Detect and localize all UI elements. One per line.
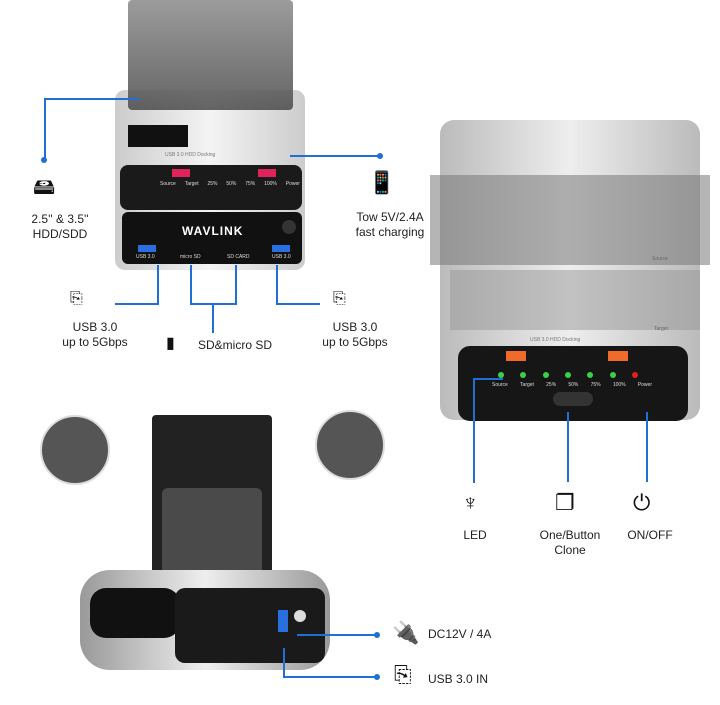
brand-logo: WAVLINK	[182, 224, 244, 238]
port-label: micro SD	[180, 254, 201, 260]
led-label: 25%	[207, 181, 218, 187]
led-label: 50%	[226, 181, 237, 187]
clone-label: One/Button	[539, 528, 601, 542]
hdd-label-2: HDD/SDD	[32, 227, 88, 241]
usb-right-label-2: up to 5Gbps	[322, 335, 388, 349]
led-label: 25%	[546, 382, 557, 388]
led-label: Source	[492, 382, 508, 388]
led-label: 100%	[264, 181, 277, 187]
dc-label: DC12V / 4A	[428, 627, 492, 641]
charging-label-2: fast charging	[355, 225, 425, 239]
port-label: SD CARD	[227, 254, 250, 260]
dock-front-view: Source Target 25% 50% 75% 100% Power USB 3.0 H…	[110, 0, 310, 270]
documents-icon: ❐	[555, 490, 575, 515]
power-button[interactable]	[282, 220, 296, 234]
led-label: 75%	[245, 181, 256, 187]
led-label: Source	[160, 181, 176, 187]
usb-plug-icon: ⎘	[70, 290, 83, 307]
port-label: USB 3.0	[136, 254, 155, 260]
led-label: Power	[637, 382, 652, 388]
sd-card-icon: ▮	[166, 335, 175, 352]
led-label: Target	[520, 382, 534, 388]
led-label: Target	[184, 181, 199, 187]
led-label: LED	[463, 528, 487, 542]
led-label: 50%	[568, 382, 579, 388]
led-label: 100%	[612, 382, 626, 388]
power-icon: ⏻	[633, 490, 651, 515]
clone-button[interactable]	[553, 392, 593, 406]
dock-side-view: Source Target USB 3.0 HDD Docking Source…	[430, 120, 710, 430]
slot-source-label: Source	[652, 256, 668, 262]
hdd-label: 2.5'' & 3.5''	[31, 212, 89, 226]
onoff-label: ON/OFF	[627, 528, 673, 542]
usbin-label: USB 3.0 IN	[428, 672, 489, 686]
power-plug-icon: 🔌	[392, 620, 420, 645]
docking-label: USB 3.0 HDD Docking	[530, 337, 581, 343]
slot-target-label: Target	[654, 326, 668, 332]
led-icon: ♆	[462, 490, 479, 515]
sd-label: SD&micro SD	[198, 338, 273, 352]
led-label: 75%	[590, 382, 601, 388]
usb-left-label: USB 3.0	[72, 320, 118, 334]
usb-left-label-2: up to 5Gbps	[62, 335, 128, 349]
led-label: Power	[285, 181, 300, 187]
phone-charging-icon: 📱	[368, 170, 396, 195]
clone-label-2: Clone	[554, 543, 586, 557]
usb-plug-icon: ⎘	[394, 662, 412, 687]
usb-right-label: USB 3.0	[332, 320, 378, 334]
hard-disk-icon: 🖴	[33, 174, 56, 199]
usb-plug-icon: ⎘	[333, 290, 346, 307]
charging-label: Tow 5V/2.4A	[356, 210, 424, 224]
dock-rear-view	[80, 410, 340, 700]
docking-label: USB 3.0 HDD Docking	[165, 152, 216, 158]
port-label: USB 3.0	[272, 254, 291, 260]
